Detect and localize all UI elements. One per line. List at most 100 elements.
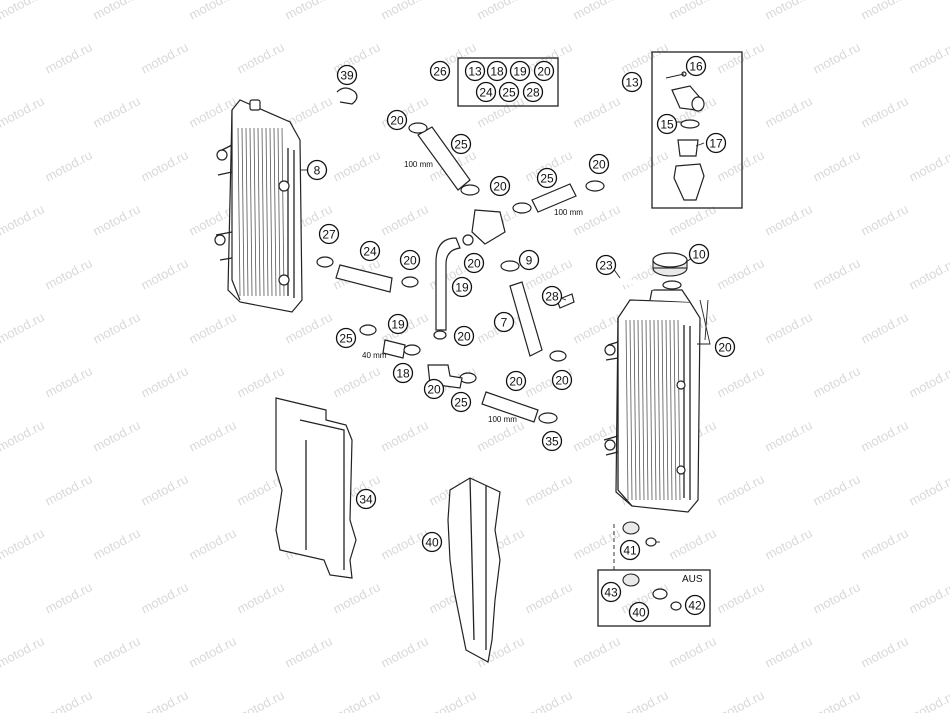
callout-8: 8	[306, 159, 328, 181]
callout-aus-item: 43	[600, 581, 622, 603]
svg-text:25: 25	[454, 396, 468, 410]
callout-aus-item: 40	[628, 601, 650, 623]
svg-text:20: 20	[592, 158, 606, 172]
svg-text:41: 41	[623, 544, 637, 558]
svg-text:42: 42	[688, 599, 702, 613]
drain-plugs	[622, 521, 682, 611]
svg-text:17: 17	[709, 137, 723, 151]
dimension-labels: 100 mm 100 mm 40 mm 100 mm	[362, 160, 583, 424]
svg-text:25: 25	[339, 332, 353, 346]
callout-20: 20	[453, 325, 475, 347]
hose-clip	[336, 87, 358, 105]
svg-text:10: 10	[692, 248, 706, 262]
left-radiator	[214, 99, 303, 313]
dim-40mm: 40 mm	[362, 351, 387, 360]
svg-text:19: 19	[513, 65, 527, 79]
svg-text:26: 26	[433, 65, 447, 79]
callout-thermostat-item: 15	[656, 113, 678, 135]
thermostat-assembly	[671, 71, 705, 201]
svg-text:25: 25	[540, 172, 554, 186]
right-radiator	[603, 289, 701, 513]
thermostat-box-13	[651, 51, 743, 209]
callout-25: 25	[335, 327, 357, 349]
callout-20: 20	[423, 378, 445, 400]
svg-text:28: 28	[526, 86, 540, 100]
svg-text:35: 35	[545, 435, 559, 449]
callout-group-item: 19	[509, 60, 531, 82]
svg-text:19: 19	[391, 318, 405, 332]
svg-text:20: 20	[427, 383, 441, 397]
svg-text:7: 7	[501, 316, 508, 330]
callout-19: 19	[387, 313, 409, 335]
svg-text:8: 8	[314, 164, 321, 178]
svg-text:40: 40	[425, 536, 439, 550]
group-box-26	[457, 57, 559, 107]
svg-text:20: 20	[555, 374, 569, 388]
svg-text:18: 18	[396, 367, 410, 381]
svg-text:20: 20	[390, 114, 404, 128]
svg-text:39: 39	[340, 69, 354, 83]
callout-layer: 26 13 18 19 20 24 25 28 13 16 15 17 43 40 42 39 8 20 25 20 2…	[306, 55, 736, 623]
callout-group-key: 26	[429, 60, 451, 82]
svg-text:27: 27	[322, 228, 336, 242]
callout-25: 25	[536, 167, 558, 189]
svg-text:18: 18	[490, 65, 504, 79]
callout-20: 20	[551, 369, 573, 391]
svg-text:15: 15	[660, 118, 674, 132]
callout-20: 20	[714, 336, 736, 358]
callout-20: 20	[386, 109, 408, 131]
right-shroud-34	[447, 477, 501, 663]
callout-group-item: 28	[522, 81, 544, 103]
svg-text:23: 23	[599, 259, 613, 273]
callout-9: 9	[518, 249, 540, 271]
dim-100mm-right: 100 mm	[554, 208, 583, 217]
callout-group-item: 13	[464, 60, 486, 82]
radiator-cap	[652, 252, 688, 290]
aus-label: AUS	[682, 574, 703, 585]
svg-text:24: 24	[479, 86, 493, 100]
callout-20: 20	[399, 249, 421, 271]
callout-27: 27	[318, 223, 340, 245]
aus-box	[597, 569, 711, 627]
left-shroud-35	[275, 397, 357, 579]
callout-25: 25	[450, 133, 472, 155]
svg-text:20: 20	[493, 180, 507, 194]
callout-group-item: 24	[475, 81, 497, 103]
callout-aus-item: 42	[684, 594, 706, 616]
svg-text:16: 16	[689, 60, 703, 74]
callout-20: 20	[463, 252, 485, 274]
callout-40: 40	[421, 531, 443, 553]
callout-20: 20	[505, 370, 527, 392]
callout-28: 28	[541, 285, 563, 307]
svg-text:20: 20	[457, 330, 471, 344]
svg-text:19: 19	[455, 281, 469, 295]
callout-34: 34	[355, 488, 377, 510]
callout-41: 41	[619, 539, 641, 561]
dim-100mm-top: 100 mm	[404, 160, 433, 169]
callout-thermostat-key: 13	[621, 71, 643, 93]
callout-39: 39	[336, 64, 358, 86]
svg-text:20: 20	[467, 257, 481, 271]
svg-text:43: 43	[604, 586, 618, 600]
callout-23: 23	[595, 254, 617, 276]
callout-19: 19	[451, 276, 473, 298]
hoses	[335, 126, 655, 423]
svg-text:13: 13	[468, 65, 482, 79]
svg-text:20: 20	[403, 254, 417, 268]
callout-group-item: 20	[533, 60, 555, 82]
callout-18: 18	[392, 362, 414, 384]
callout-25: 25	[450, 391, 472, 413]
svg-text:20: 20	[718, 341, 732, 355]
callout-thermostat-item: 17	[705, 132, 727, 154]
callout-thermostat-item: 16	[685, 55, 707, 77]
svg-text:25: 25	[502, 86, 516, 100]
svg-text:24: 24	[363, 245, 377, 259]
clamps	[316, 122, 605, 424]
dim-100mm-bottom: 100 mm	[488, 415, 517, 424]
svg-text:28: 28	[545, 290, 559, 304]
callout-20: 20	[588, 153, 610, 175]
callout-35: 35	[541, 430, 563, 452]
callout-10: 10	[688, 243, 710, 265]
callout-group-item: 25	[498, 81, 520, 103]
